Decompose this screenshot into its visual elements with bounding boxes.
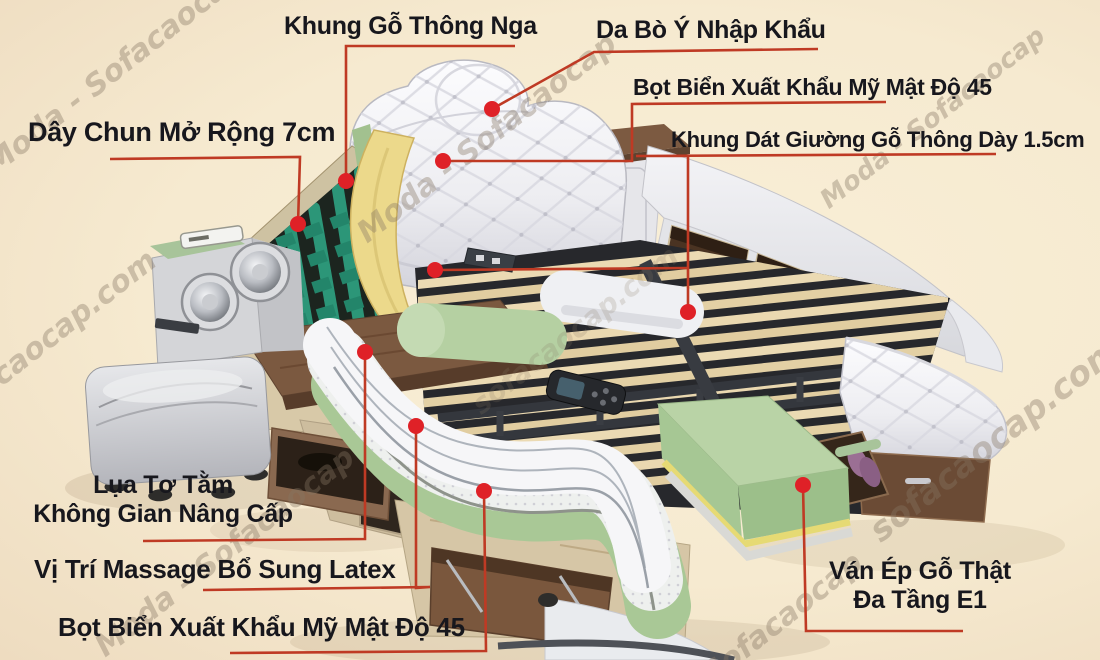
callout-label: Bọt Biển Xuất Khẩu Mỹ Mật Độ 45 xyxy=(633,74,992,100)
bench-cushion xyxy=(656,395,854,561)
leader-van-ep xyxy=(801,484,963,633)
speaker-badge xyxy=(154,318,200,334)
speaker-display xyxy=(179,225,244,250)
bed-control-panel xyxy=(463,247,517,273)
leader-bot-bien-bottom xyxy=(229,490,488,655)
callout-label: Bọt Biển Xuất Khẩu Mỹ Mật Độ 45 xyxy=(58,612,465,642)
speaker-right xyxy=(229,241,291,303)
callout-bot-bien-top: Bọt Biển Xuất Khẩu Mỹ Mật Độ 45 xyxy=(633,74,992,101)
callout-label-line2: Không Gian Nâng Cấp xyxy=(33,500,293,528)
leader-dots xyxy=(290,101,811,499)
callout-label: Dây Chun Mở Rộng 7cm xyxy=(28,117,336,147)
leader-day-chun xyxy=(109,155,302,225)
callout-khung-dat-giuong: Khung Dát Giường Gỗ Thông Dày 1.5cm xyxy=(671,127,1085,153)
leader-da-bo xyxy=(491,47,819,111)
leader-bot-bien-top xyxy=(443,100,887,163)
ottoman xyxy=(85,356,272,502)
leader-khung-dat-branch xyxy=(434,266,689,272)
massage-lounger xyxy=(303,318,691,639)
leader-khung-dat xyxy=(635,152,997,312)
callout-da-bo-y-nhap-khau: Da Bò Ý Nhập Khẩu xyxy=(596,16,826,45)
leader-massage xyxy=(202,426,431,592)
latex-strip xyxy=(661,459,851,548)
callout-label: Da Bò Ý Nhập Khẩu xyxy=(596,16,826,44)
callout-label-line2: Đa Tầng E1 xyxy=(853,586,987,614)
callout-label-line1: Ván Ép Gỗ Thật xyxy=(829,557,1011,585)
callout-van-ep-go-that: Ván Ép Gỗ Thật Đa Tầng E1 xyxy=(795,557,1045,615)
callout-label: Khung Dát Giường Gỗ Thông Dày 1.5cm xyxy=(671,127,1085,152)
remote-control xyxy=(545,369,627,415)
callout-label: Khung Gỗ Thông Nga xyxy=(284,12,537,40)
hinge-arm xyxy=(445,559,484,613)
leader-lua-to-tam xyxy=(142,352,367,543)
callout-khung-go-thong-nga: Khung Gỗ Thông Nga xyxy=(284,12,537,41)
speaker-left xyxy=(180,272,240,332)
callout-label: Vị Trí Massage Bổ Sung Latex xyxy=(34,554,396,584)
chrome-trim xyxy=(497,639,735,660)
white-bolster xyxy=(540,270,704,338)
bolster-pillows xyxy=(397,270,704,365)
callout-bot-bien-bottom: Bọt Biển Xuất Khẩu Mỹ Mật Độ 45 xyxy=(58,612,465,642)
callout-day-chun-mo-rong: Dây Chun Mở Rộng 7cm xyxy=(28,117,336,148)
callout-lua-to-tam: Lụa Tơ Tằm Không Gian Nâng Cấp xyxy=(18,471,308,529)
callout-vi-tri-massage: Vị Trí Massage Bổ Sung Latex xyxy=(34,554,396,584)
callout-label-line1: Lụa Tơ Tằm xyxy=(93,471,233,499)
green-roll xyxy=(835,439,881,457)
speaker-unit xyxy=(150,225,305,369)
leader-khung-go xyxy=(344,44,515,181)
